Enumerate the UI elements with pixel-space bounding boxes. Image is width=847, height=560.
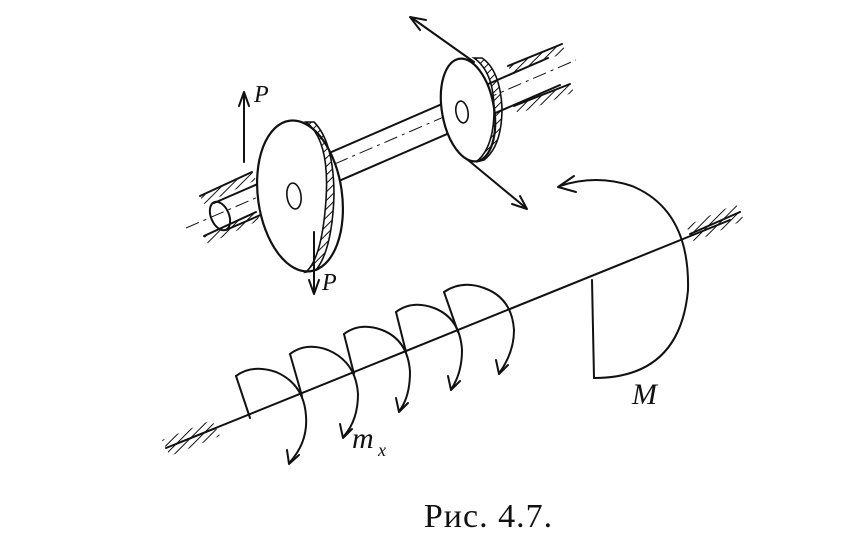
- left-disk: [255, 119, 345, 274]
- tangent-arrow-up: [409, 16, 475, 63]
- force-label-top: P: [253, 82, 269, 108]
- distributed-moment-label: m: [352, 422, 374, 455]
- force-label-bottom: P: [321, 270, 337, 296]
- left-support-top: [199, 171, 260, 244]
- shaft-assembly: P P: [185, 16, 577, 296]
- distributed-moment-subscript: x: [377, 440, 386, 460]
- concentrated-torque-M: [557, 175, 690, 379]
- force-arrow-down: [308, 231, 320, 295]
- right-disk: [439, 57, 503, 163]
- torque-diagram: M: [162, 175, 744, 465]
- moment-arc-3: [343, 325, 411, 413]
- distributed-moment-arcs: [235, 283, 515, 465]
- tangent-arrow-down: [467, 159, 528, 210]
- figure-caption: Рис. 4.7.: [423, 498, 554, 535]
- right-support-top: [507, 43, 574, 114]
- diagram-axis: [175, 219, 731, 445]
- right-support-bottom: [686, 204, 744, 242]
- moment-arc-5: [443, 283, 515, 375]
- torque-label-M: M: [631, 378, 659, 411]
- force-arrow-up: [238, 91, 250, 163]
- moment-arc-2: [289, 345, 359, 439]
- moment-arc-1: [235, 367, 308, 465]
